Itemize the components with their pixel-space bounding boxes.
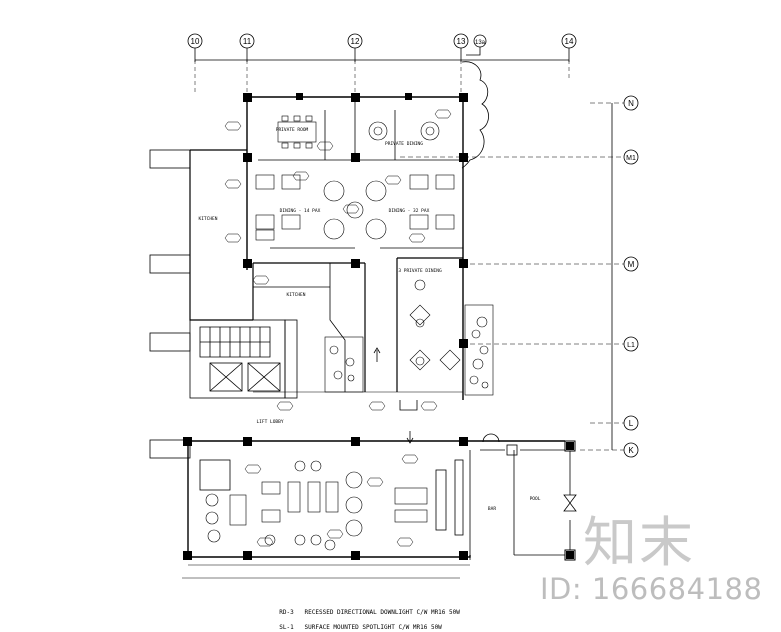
grid-bubble-11 <box>239 33 255 49</box>
legend-row-rd3: RD-3 RECESSED DIRECTIONAL DOWNLIGHT C/W … <box>272 602 460 616</box>
room-label-private-dining-low: 3 PRIVATE DINING <box>398 268 442 274</box>
lower-floor <box>182 433 577 579</box>
room-label-private-room: PRIVATE ROOM <box>276 127 309 133</box>
grid-bubble-14 <box>561 33 577 49</box>
grid-label-row-l1: L1 <box>627 342 635 349</box>
watermark-id: ID: 166684188 <box>540 572 763 606</box>
grid-label-row-m: M <box>628 260 635 269</box>
grid-label-col-12: 12 <box>351 37 360 46</box>
grid-bubble-13 <box>453 33 469 49</box>
room-label-dining-b: DINING - 32 PAX <box>389 208 430 214</box>
grid-labels: 10 11 12 13 13a 14 N M1 M L1 L K <box>191 37 636 455</box>
legend-code-rd3: RD-3 <box>279 609 294 616</box>
grid-bubble-12 <box>347 33 363 49</box>
room-label-dining-a: DINING - 14 PAX <box>280 208 321 214</box>
grid-label-row-m1: M1 <box>626 155 636 162</box>
grid-label-row-n: N <box>628 99 634 108</box>
planter-hedge <box>461 61 489 169</box>
upper-floor <box>149 93 468 459</box>
row-grid <box>400 95 639 458</box>
grid-label-col-11: 11 <box>243 37 252 46</box>
grid-bubble-10 <box>187 33 203 49</box>
grid-label-col-14: 14 <box>565 37 574 46</box>
room-label-pantry: KITCHEN <box>287 292 306 298</box>
planters-upper <box>324 304 494 396</box>
column-grid <box>187 33 577 95</box>
room-label-kitchen: KITCHEN <box>199 216 218 222</box>
grid-label-row-k: K <box>628 446 634 455</box>
grid-label-row-l: L <box>629 419 634 428</box>
legend-text-rd3: RECESSED DIRECTIONAL DOWNLIGHT C/W MR16 … <box>304 609 460 616</box>
grid-label-col-10: 10 <box>191 37 200 46</box>
fixture-tags <box>224 109 452 547</box>
grid-label-col-13: 13 <box>457 37 466 46</box>
legend-row-sl1: SL-1 SURFACE MOUNTED SPOTLIGHT C/W MR16 … <box>272 617 442 631</box>
room-labels: PRIVATE ROOM PRIVATE DINING DINING - 14 … <box>199 127 541 512</box>
room-label-lift-lobby: LIFT LOBBY <box>256 419 283 425</box>
legend-text-sl1: SURFACE MOUNTED SPOTLIGHT C/W MR16 50W <box>304 624 442 631</box>
room-label-bar: BAR <box>488 506 496 512</box>
room-label-private-dining: PRIVATE DINING <box>385 141 423 147</box>
direction-arrows <box>373 347 418 444</box>
dining-tables-upper <box>255 115 461 371</box>
room-label-pool: POOL <box>530 496 541 502</box>
watermark-logo: 知末 <box>583 511 695 574</box>
grid-label-col-13a: 13a <box>475 40 486 46</box>
legend-code-sl1: SL-1 <box>279 624 294 631</box>
